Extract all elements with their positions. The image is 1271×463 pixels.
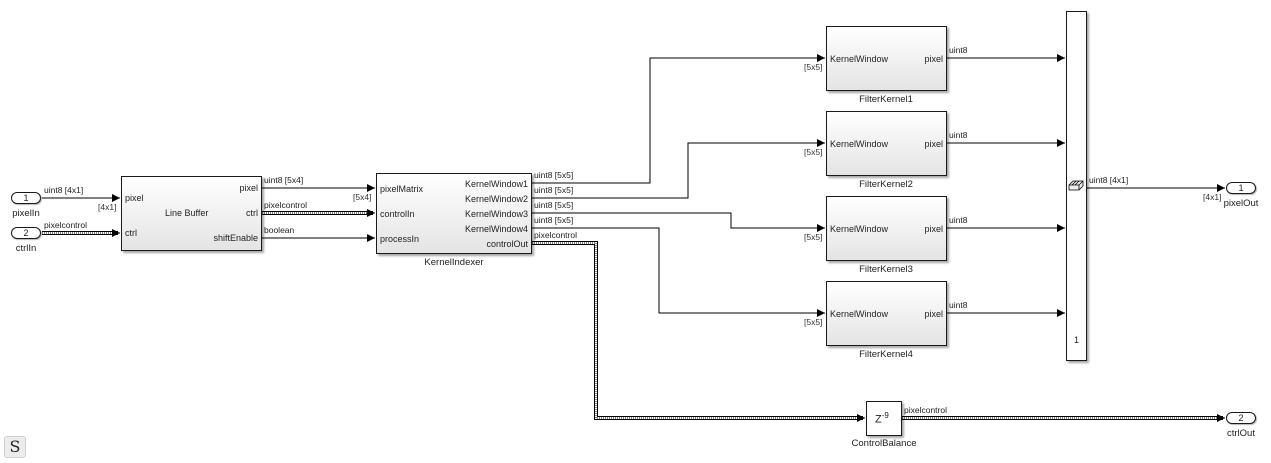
filter-kernel-1-block[interactable]: KernelWindow pixel: [826, 26, 947, 91]
outport-ctrlout[interactable]: 2: [1226, 412, 1256, 424]
inport-ctrlin[interactable]: 2: [11, 227, 41, 239]
filter-kernel-2-block[interactable]: KernelWindow pixel: [826, 111, 947, 176]
delay-exponent: -9: [881, 411, 889, 420]
dim-label-fk4: [5x5]: [804, 317, 823, 327]
filter-kernel-1-name: FilterKernel1: [859, 94, 913, 105]
ki-in-pixelmatrix: pixelMatrix: [380, 184, 424, 194]
line-kw3[interactable]: [532, 212, 825, 232]
line-buffer-block[interactable]: pixel ctrl Line Buffer pixel ctrl shiftE…: [121, 176, 262, 251]
lb-in-ctrl: ctrl: [125, 228, 137, 238]
control-balance-delay-block[interactable]: Z-9: [866, 401, 902, 436]
concatenate-block[interactable]: 1: [1066, 11, 1087, 361]
line-kw1[interactable]: [532, 54, 825, 184]
signal-label-ctrlout: pixelcontrol: [904, 405, 947, 415]
signal-label-kw1: uint8 [5x5]: [534, 170, 574, 180]
signal-label-concat-out: uint8 [4x1]: [1089, 175, 1129, 185]
bus-controlout[interactable]: [532, 241, 865, 422]
filter-kernel-4-block[interactable]: KernelWindow pixel: [826, 281, 947, 346]
concatenate-icon: [1068, 180, 1084, 191]
fk1-out: pixel: [924, 54, 943, 64]
fk2-out: pixel: [924, 139, 943, 149]
filter-kernel-3-name: FilterKernel3: [859, 264, 913, 275]
filter-kernel-2-name: FilterKernel2: [859, 179, 913, 190]
concat-dimension-label: 1: [1074, 335, 1080, 345]
lb-out-shiftenable: shiftEnable: [213, 233, 258, 243]
signal-label-fk1: uint8: [949, 45, 968, 55]
line-kw4[interactable]: [532, 227, 825, 317]
ki-out-kw1: KernelWindow1: [464, 179, 528, 189]
signal-label-lb-ctrl: pixelcontrol: [264, 200, 307, 210]
control-balance-name: ControlBalance: [851, 438, 917, 449]
outport-ctrlout-label: ctrlOut: [1227, 428, 1255, 439]
signal-label-lb-shiftenable: boolean: [264, 225, 295, 235]
sample-time-button[interactable]: S: [4, 436, 26, 458]
dim-label-fk2: [5x5]: [804, 147, 823, 157]
kernel-indexer-name: KernelIndexer: [424, 257, 484, 268]
dim-label-fk3: [5x5]: [804, 232, 823, 242]
signal-label-pixelin: uint8 [4x1]: [44, 185, 84, 195]
ki-out-kw4: KernelWindow4: [464, 224, 528, 234]
ki-in-processin: processIn: [380, 234, 420, 244]
signal-label-ctrlin: pixelcontrol: [44, 220, 87, 230]
fk1-in: KernelWindow: [830, 54, 889, 64]
outport-pixelout[interactable]: 1: [1226, 182, 1256, 194]
line-kw2[interactable]: [532, 139, 825, 199]
signal-label-fk4: uint8: [949, 300, 968, 310]
lb-out-ctrl: ctrl: [246, 208, 258, 218]
fk4-in: KernelWindow: [830, 309, 889, 319]
filter-kernel-4-name: FilterKernel4: [859, 349, 913, 360]
inport-ctrlin-label: ctrlIn: [15, 243, 37, 254]
lb-title: Line Buffer: [165, 208, 209, 218]
dim-label-lb-pixel: [4x1]: [98, 202, 117, 212]
signal-label-lb-pixel: uint8 [5x4]: [264, 175, 304, 185]
signal-label-controlout: pixelcontrol: [534, 230, 577, 240]
signal-label-kw3: uint8 [5x5]: [534, 200, 574, 210]
dim-label-ki-pixelmatrix: [5x4]: [353, 192, 372, 202]
ki-in-controlin: controlIn: [380, 209, 415, 219]
lb-in-pixel: pixel: [125, 193, 144, 203]
delay-base: Z: [875, 413, 882, 426]
fk3-in: KernelWindow: [830, 224, 889, 234]
signal-label-kw4: uint8 [5x5]: [534, 215, 574, 225]
delay-expression: Z-9: [875, 411, 889, 426]
fk4-out: pixel: [924, 309, 943, 319]
kernel-indexer-block[interactable]: pixelMatrix controlIn processIn KernelWi…: [376, 173, 532, 254]
dim-label-pixelout: [4x1]: [1203, 192, 1222, 202]
ki-out-kw2: KernelWindow2: [464, 194, 528, 204]
outport-pixelout-label: pixelOut: [1223, 198, 1259, 209]
ki-out-controlout: controlOut: [486, 239, 528, 249]
fk3-out: pixel: [924, 224, 943, 234]
ki-out-kw3: KernelWindow3: [464, 209, 528, 219]
fk2-in: KernelWindow: [830, 139, 889, 149]
signal-label-kw2: uint8 [5x5]: [534, 185, 574, 195]
signal-label-fk2: uint8: [949, 130, 968, 140]
inport-pixelin[interactable]: 1: [11, 192, 41, 204]
lb-out-pixel: pixel: [239, 183, 258, 193]
signal-label-fk3: uint8: [949, 215, 968, 225]
dim-label-fk1: [5x5]: [804, 62, 823, 72]
filter-kernel-3-block[interactable]: KernelWindow pixel: [826, 196, 947, 261]
inport-pixelin-label: pixelIn: [12, 208, 40, 219]
